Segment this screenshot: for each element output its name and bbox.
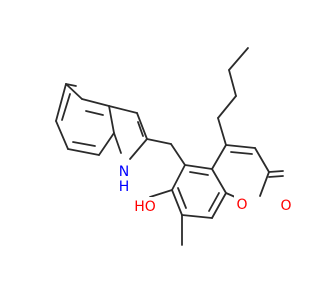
atom-n-symbol: N <box>119 164 129 180</box>
molecule-canvas: N H HO O O <box>55 47 294 246</box>
carbonyl-bond <box>268 170 284 178</box>
molecule-structure: N H HO O O <box>55 47 294 246</box>
indole-benzene-ring <box>55 83 115 156</box>
atom-ring-oxygen: O <box>234 195 250 213</box>
butyl-chain <box>217 47 249 146</box>
atom-n-hydrogen: H <box>119 179 130 195</box>
indole-pyrrole-ring <box>108 105 148 160</box>
atom-o-carbonyl-label: O <box>280 198 291 214</box>
biaryl-bond <box>146 138 172 145</box>
pyranone-ring <box>211 144 270 201</box>
coumarin-benzene-ring <box>170 143 227 219</box>
atom-carbonyl-oxygen: O <box>278 196 294 214</box>
atom-ho-label: HO <box>134 199 156 215</box>
hydroxyl-bond <box>149 189 173 198</box>
atom-nh: N H <box>112 163 136 195</box>
atom-o-ring-label: O <box>236 197 247 213</box>
atom-hydroxyl: HO <box>132 197 158 215</box>
